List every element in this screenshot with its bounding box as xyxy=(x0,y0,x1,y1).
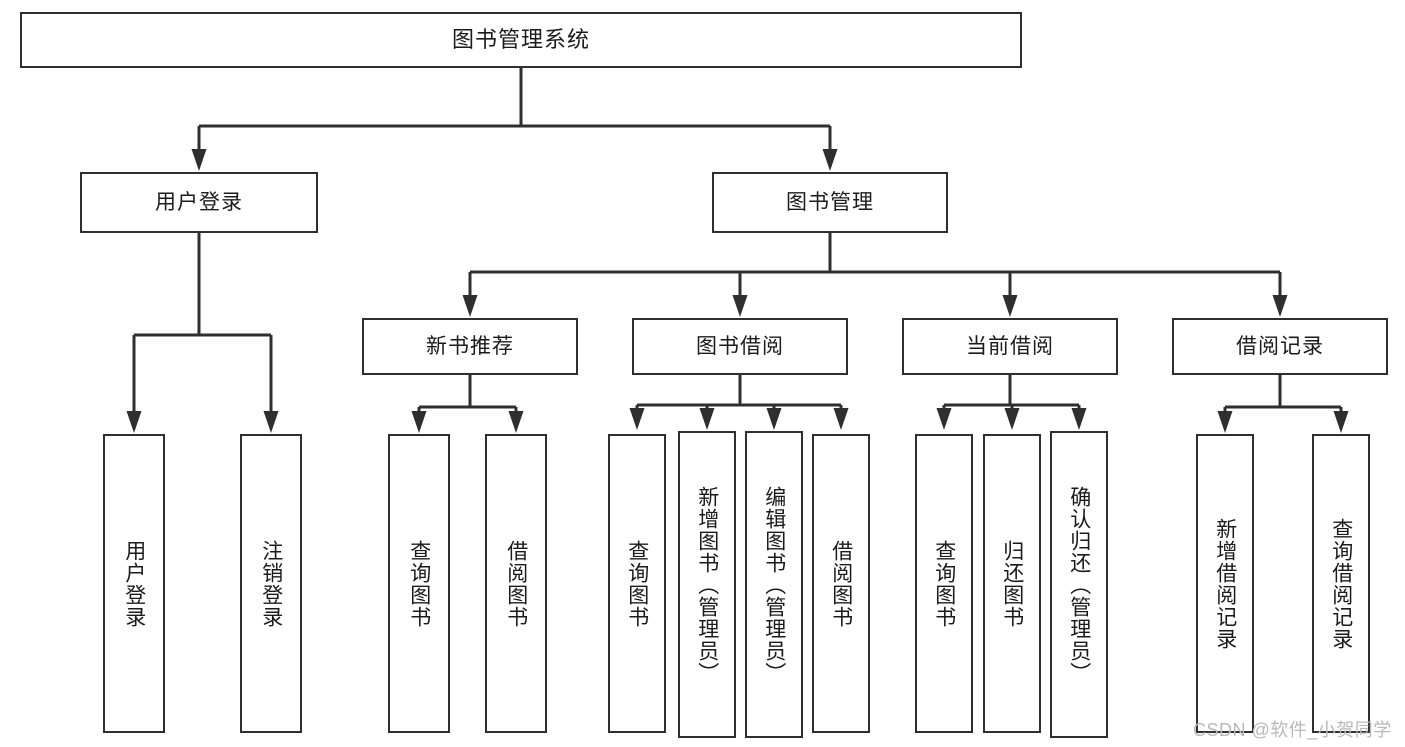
node-leaf-user-login[interactable]: 用户登录 xyxy=(103,434,165,733)
node-label: 新增借阅记录 xyxy=(1213,517,1237,650)
node-leaf-query-book-2[interactable]: 查询图书 xyxy=(608,434,666,733)
node-label: 确认归还（管理员） xyxy=(1067,485,1091,684)
node-root-system[interactable]: 图书管理系统 xyxy=(20,12,1022,68)
node-label: 查询图书 xyxy=(407,539,431,628)
node-current-borrow[interactable]: 当前借阅 xyxy=(902,318,1118,375)
node-label: 查询图书 xyxy=(625,539,649,628)
node-leaf-query-borrow-record[interactable]: 查询借阅记录 xyxy=(1312,434,1370,733)
node-label: 图书管理 xyxy=(786,190,874,214)
node-leaf-add-borrow-record[interactable]: 新增借阅记录 xyxy=(1196,434,1254,733)
node-leaf-borrow-book-2[interactable]: 借阅图书 xyxy=(812,434,870,733)
node-leaf-query-book-3[interactable]: 查询图书 xyxy=(915,434,973,733)
node-user-login[interactable]: 用户登录 xyxy=(80,172,318,233)
node-leaf-borrow-book-1[interactable]: 借阅图书 xyxy=(485,434,547,733)
node-label: 注销登录 xyxy=(259,539,283,628)
node-label: 当前借阅 xyxy=(966,334,1054,358)
node-borrow-record[interactable]: 借阅记录 xyxy=(1172,318,1388,375)
node-label: 图书管理系统 xyxy=(451,26,590,52)
node-leaf-confirm-return-admin[interactable]: 确认归还（管理员） xyxy=(1050,431,1108,738)
node-label: 图书借阅 xyxy=(696,334,784,358)
node-label: 用户登录 xyxy=(155,190,243,214)
node-label: 借阅记录 xyxy=(1236,334,1324,358)
node-leaf-query-book-1[interactable]: 查询图书 xyxy=(388,434,450,733)
node-label: 归还图书 xyxy=(1000,539,1024,628)
watermark-text: CSDN @软件_小贺同学 xyxy=(1193,720,1392,740)
node-label: 编辑图书（管理员） xyxy=(762,485,786,684)
node-leaf-add-book-admin[interactable]: 新增图书（管理员） xyxy=(678,431,736,738)
node-label: 借阅图书 xyxy=(829,539,853,628)
node-book-borrow[interactable]: 图书借阅 xyxy=(632,318,848,375)
node-leaf-return-book[interactable]: 归还图书 xyxy=(983,434,1041,733)
node-label: 借阅图书 xyxy=(504,539,528,628)
node-label: 新书推荐 xyxy=(426,334,514,358)
node-leaf-logout[interactable]: 注销登录 xyxy=(240,434,302,733)
node-leaf-edit-book-admin[interactable]: 编辑图书（管理员） xyxy=(745,431,803,738)
node-label: 查询图书 xyxy=(932,539,956,628)
node-label: 新增图书（管理员） xyxy=(695,485,719,684)
node-label: 用户登录 xyxy=(122,539,146,628)
node-label: 查询借阅记录 xyxy=(1329,517,1353,650)
node-book-manage[interactable]: 图书管理 xyxy=(712,172,948,233)
node-new-book-rec[interactable]: 新书推荐 xyxy=(362,318,578,375)
